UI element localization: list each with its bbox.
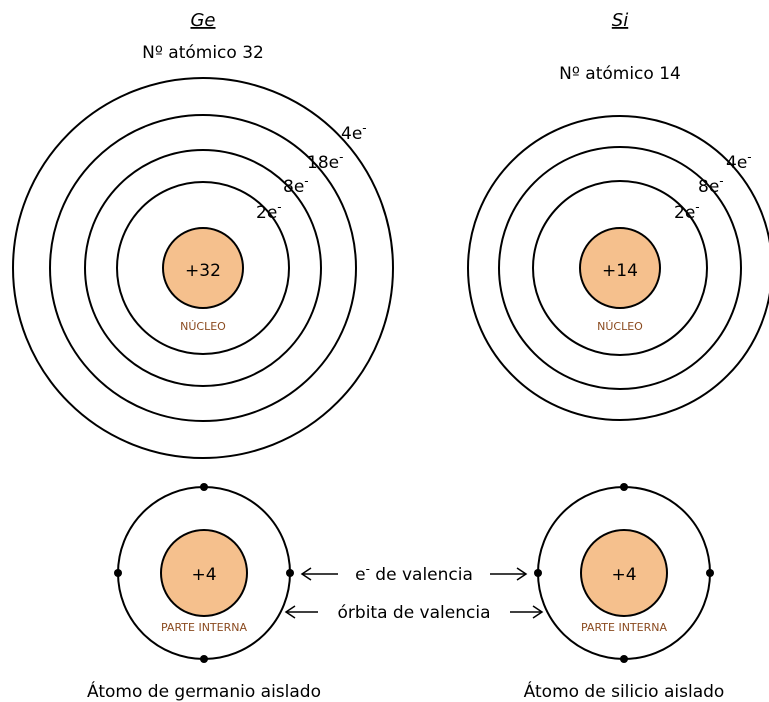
si-atomic-number: Nº atómico 14: [559, 64, 681, 84]
valence-orbit-label: órbita de valencia: [338, 603, 491, 623]
valence-electrons-label: e- de valencia: [355, 562, 473, 585]
ge-valence-electron-top: [200, 483, 208, 491]
ge-nucleus-label: NÚCLEO: [180, 320, 226, 333]
si-inner-core: [580, 529, 668, 617]
si-valence-electron-right: [706, 569, 714, 577]
ge-shell-label-3: 18e-: [307, 150, 343, 173]
si-orbit-2: [498, 146, 742, 390]
valence-electron-annotation: e- de valencia: [300, 562, 528, 585]
ge-atomic-number: Nº atómico 32: [142, 43, 264, 63]
si-nucleus-charge: +14: [602, 261, 638, 281]
ge-shell-label-2: 8e-: [283, 174, 309, 197]
si-symbol-title: Si: [612, 10, 628, 31]
germanium-simplified-atom: +4 PARTE INTERNA Átomo de germanio aisla…: [87, 483, 321, 702]
silicon-simplified-atom: +4 PARTE INTERNA Átomo de silicio aislad…: [524, 483, 725, 702]
ge-orbit-3: [49, 114, 357, 422]
silicon-atom-diagram: Si Nº atómico 14 +14 NÚCLEO 2e- 8e- 4e-: [467, 10, 769, 421]
ge-shell-label-4: 4e-: [341, 121, 367, 144]
ge-caption: Átomo de germanio aislado: [87, 680, 321, 702]
si-shell-label-3: 4e-: [726, 150, 752, 173]
si-shell-label-2: 8e-: [698, 174, 724, 197]
ge-orbit-1: [116, 181, 290, 355]
ge-core-charge: +4: [191, 565, 216, 585]
si-orbit-3: [467, 115, 769, 421]
arrowhead-ge-electron: [300, 567, 312, 581]
ge-orbit-2: [84, 149, 322, 387]
ge-inner-core: [160, 529, 248, 617]
ge-nucleus: [162, 227, 244, 309]
arrowhead-si-orbit: [532, 605, 544, 619]
ge-nucleus-charge: +32: [185, 261, 221, 281]
ge-core-label: PARTE INTERNA: [161, 621, 247, 634]
si-valence-electron-bottom: [620, 655, 628, 663]
ge-symbol-title: Ge: [190, 10, 215, 31]
si-valence-electron-left: [534, 569, 542, 577]
si-shell-label-1: 2e-: [674, 200, 700, 223]
si-orbit-1: [532, 180, 708, 356]
ge-valence-electron-right: [286, 569, 294, 577]
germanium-atom-diagram: Ge Nº atómico 32 +32 NÚCLEO 2e- 8e- 18e-…: [12, 10, 394, 459]
arrowhead-si-electron: [516, 567, 528, 581]
si-valence-electron-top: [620, 483, 628, 491]
valence-orbit-annotation: órbita de valencia: [284, 603, 544, 623]
si-nucleus-label: NÚCLEO: [597, 320, 643, 333]
ge-valence-electron-left: [114, 569, 122, 577]
ge-orbit-4: [12, 77, 394, 459]
arrowhead-ge-orbit: [284, 605, 296, 619]
si-nucleus: [579, 227, 661, 309]
si-core-charge: +4: [611, 565, 636, 585]
si-core-label: PARTE INTERNA: [581, 621, 667, 634]
ge-valence-electron-bottom: [200, 655, 208, 663]
si-caption: Átomo de silicio aislado: [524, 680, 725, 702]
ge-shell-label-1: 2e-: [256, 200, 282, 223]
